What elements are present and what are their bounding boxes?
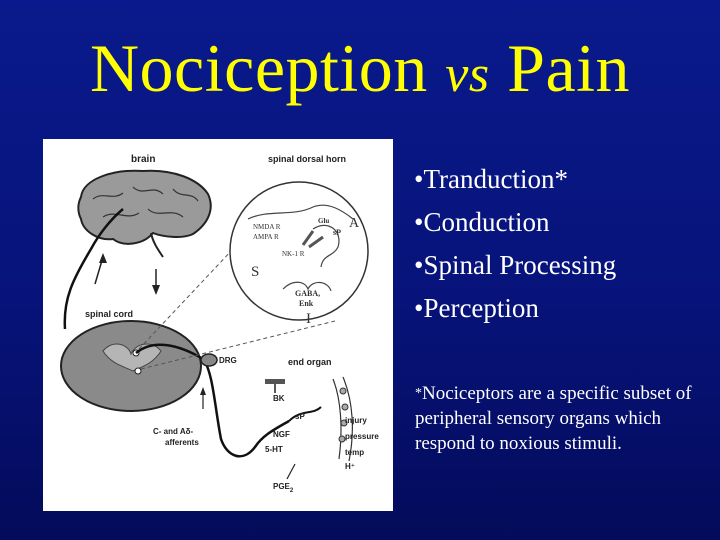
- diagram-svg: brain spinal cord DRG C- and Aδ- affe: [60, 154, 379, 494]
- label-ngf: NGF: [273, 430, 290, 439]
- label-injury: injury: [345, 416, 367, 425]
- vessel: [332, 376, 353, 462]
- label-pressure: pressure: [345, 432, 379, 441]
- label-gaba: GABA,: [295, 289, 320, 298]
- mast-cell-bar: [265, 379, 285, 384]
- label-nk1r: NK-1 R: [282, 250, 305, 258]
- label-bk: BK: [273, 394, 285, 403]
- label-glu: Glu: [318, 217, 329, 225]
- label-sp-top: sP: [333, 228, 341, 237]
- label-nmda-r: NMDA R: [253, 223, 281, 231]
- ascending-tract: [63, 208, 124, 330]
- slide-title: Nociception vs Pain: [0, 28, 720, 115]
- title-word-pain: Pain: [507, 30, 631, 106]
- nociception-diagram: brain spinal cord DRG C- and Aδ- affe: [43, 139, 393, 511]
- label-spinal-cord: spinal cord: [85, 309, 133, 319]
- bullet-item: •Tranduction*: [414, 164, 568, 194]
- label-letter-i: I: [306, 311, 311, 327]
- label-drg: DRG: [219, 356, 237, 365]
- footnote-asterisk: *: [415, 386, 422, 401]
- label-afferents-1: C- and Aδ-: [153, 427, 193, 436]
- drg-ganglion: [200, 353, 218, 367]
- bullet-list: •Tranduction* •Conduction •Spinal Proces…: [414, 158, 714, 330]
- label-afferents-2: afferents: [165, 438, 199, 447]
- dorsal-horn-inset: [229, 181, 369, 321]
- label-letter-s: S: [251, 264, 259, 280]
- label-5ht: 5-HT: [265, 445, 283, 454]
- arrowhead-down: [152, 285, 160, 295]
- label-temp: temp: [345, 448, 364, 457]
- title-word-vs: vs: [445, 46, 490, 103]
- label-enk: Enk: [299, 299, 314, 308]
- footnote: *Nociceptors are a specific subset of pe…: [415, 381, 705, 456]
- label-ampa-r: AMPA R: [253, 233, 279, 241]
- bullet-item: •Perception: [414, 293, 539, 323]
- label-brain: brain: [131, 154, 155, 165]
- label-letter-a: A: [349, 216, 360, 231]
- brain-drawing: [77, 169, 212, 258]
- title-word-nociception: Nociception: [89, 30, 428, 106]
- label-pge2: PGE2: [273, 482, 294, 494]
- bullet-item: •Conduction: [414, 207, 550, 237]
- afferent-fiber: [135, 343, 290, 458]
- footnote-text: Nociceptors are a specific subset of per…: [415, 383, 692, 454]
- label-end-organ: end organ: [288, 357, 332, 367]
- label-sp-end: sP: [295, 412, 305, 421]
- label-spinal-dorsal-horn: spinal dorsal horn: [268, 154, 346, 164]
- arrowhead-up: [99, 253, 107, 263]
- bullet-item: •Spinal Processing: [414, 250, 617, 280]
- label-h-ion: H⁺: [345, 462, 355, 471]
